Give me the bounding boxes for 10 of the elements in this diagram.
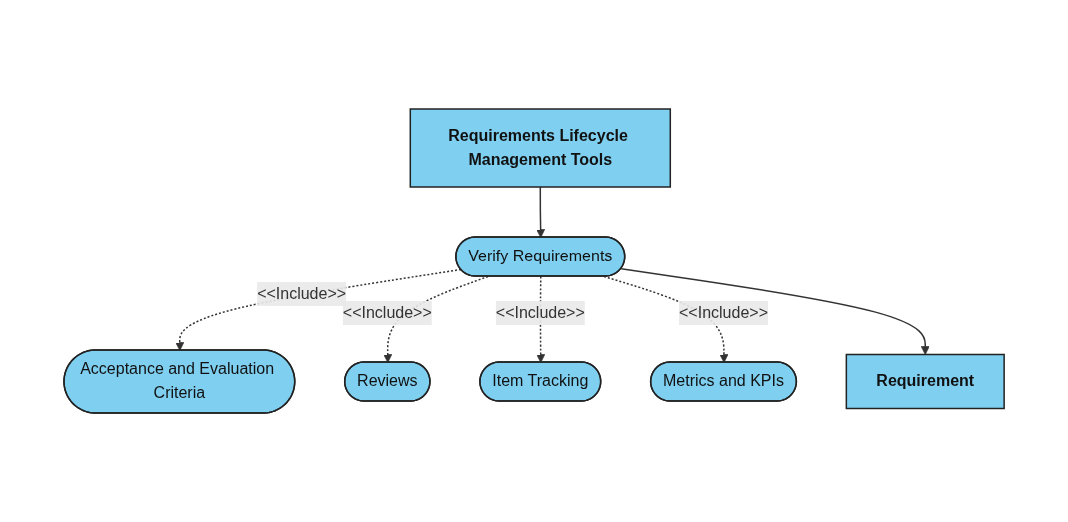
node-box: Requirement bbox=[845, 353, 1005, 410]
edge-label: <<Include>> bbox=[342, 304, 432, 321]
arrow bbox=[620, 268, 930, 355]
edge-label: <<Include>> bbox=[257, 285, 347, 303]
edge-label: <<Include>> bbox=[495, 304, 585, 321]
node-box: Requirements Lifecycle Management Tools bbox=[409, 108, 671, 188]
arrow bbox=[175, 268, 462, 351]
arrow bbox=[536, 186, 545, 238]
edge-label: <<Include>> bbox=[678, 304, 768, 321]
arrow bbox=[536, 275, 546, 363]
